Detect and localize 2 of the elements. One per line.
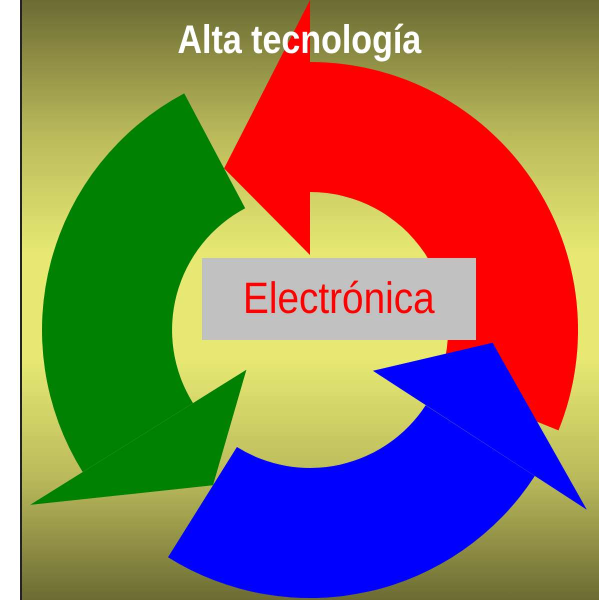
- box-label: Electrónica: [243, 274, 435, 324]
- label-box: [202, 258, 476, 340]
